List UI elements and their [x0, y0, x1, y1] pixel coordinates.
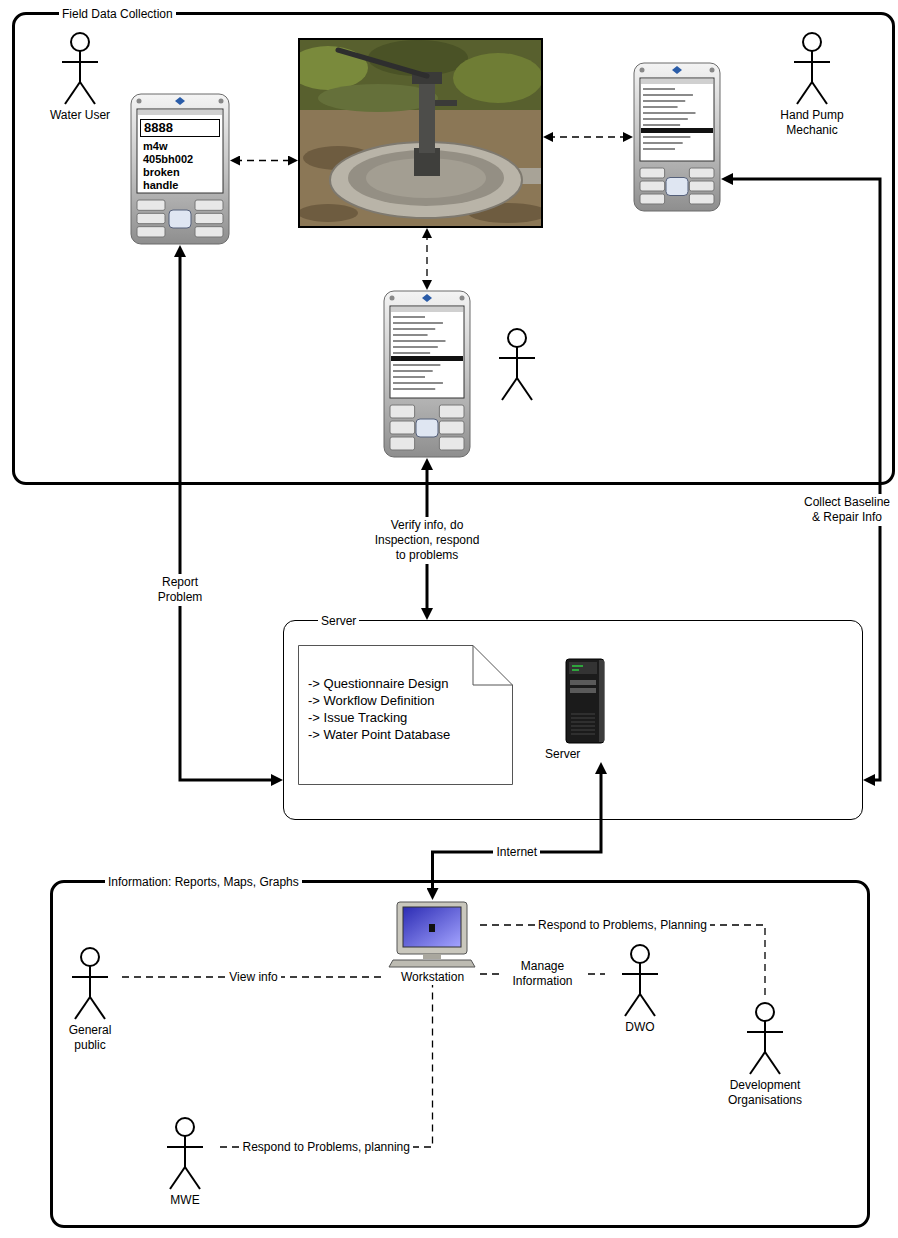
actor-figure — [492, 326, 542, 410]
server-tower — [565, 658, 607, 744]
actor-figure — [150, 1115, 220, 1191]
actor-figure — [705, 1000, 825, 1076]
icon-label: Server — [545, 747, 620, 762]
label-holder: View info — [226, 969, 280, 986]
phone — [633, 62, 721, 212]
connector — [426, 233, 427, 285]
hand-pump-picture — [298, 38, 543, 228]
edge-label: View info — [226, 969, 280, 986]
workstation: Workstation — [385, 900, 480, 985]
edge-label: Respond to Problems, Planning — [535, 917, 710, 934]
list-item: -> Questionnaire Design — [308, 675, 503, 692]
field-frame: Water User 8888 m4w 405bh002 broken handle… — [12, 12, 895, 485]
label-holder: Respond to Problems, planning — [240, 1139, 413, 1156]
actor: General public — [58, 945, 122, 1053]
edge-label: Internet — [493, 844, 540, 861]
actor-label: Development Organisations — [705, 1078, 825, 1108]
screen-holder: m4w 405bh002 broken handle — [140, 140, 220, 192]
connector — [122, 976, 385, 977]
actor-label: MWE — [150, 1193, 220, 1208]
edge-label: Report Problem — [144, 574, 216, 606]
connector — [480, 925, 765, 1000]
connector — [220, 985, 433, 1147]
label-holder: Internet — [493, 844, 540, 861]
icon-label: Workstation — [385, 970, 480, 985]
actor-label: General public — [58, 1023, 122, 1053]
connector — [426, 464, 429, 614]
server-frame: -> Questionnaire Design-> Workflow Defin… — [283, 620, 863, 820]
connector — [433, 768, 602, 894]
pump-photo — [298, 38, 543, 228]
heading-holder: Server — [318, 613, 359, 629]
edge-label: Verify info, do Inspection, respond to p… — [365, 517, 489, 564]
actor-figure — [605, 942, 675, 1018]
actor-figure — [752, 30, 872, 106]
heading-holder: Field Data Collection — [59, 6, 176, 22]
connector — [180, 251, 277, 780]
heading-holder: Information: Reports, Maps, Graphs — [105, 874, 302, 890]
actor: Development Organisations — [705, 1000, 825, 1108]
actor: DWO — [605, 942, 675, 1035]
document-text: -> Questionnaire Design-> Workflow Defin… — [308, 675, 503, 743]
phone — [383, 290, 471, 458]
actor-figure — [40, 30, 120, 106]
label-holder: Verify info, do Inspection, respond to p… — [365, 517, 489, 564]
label-holder: Manage Information — [501, 958, 585, 990]
actor: Hand Pump Mechanic — [752, 30, 872, 138]
label-holder: Report Problem — [144, 574, 216, 606]
connector — [480, 973, 605, 974]
server-icon: Server — [545, 658, 620, 762]
document-shape: -> Questionnaire Design-> Workflow Defin… — [298, 645, 513, 785]
info-frame: WorkstationGeneral publicDevelopment Org… — [50, 880, 870, 1228]
actor-label: DWO — [605, 1020, 675, 1035]
edge-label: Manage Information — [501, 958, 585, 990]
actor: Water User — [40, 30, 120, 123]
edge-label: Respond to Problems, planning — [240, 1139, 413, 1156]
workstation-icon — [385, 900, 480, 968]
label-holder: Collect Baseline & Repair Info — [800, 494, 894, 526]
actor: MWE — [150, 1115, 220, 1208]
connector — [727, 179, 880, 780]
actor-figure — [58, 945, 122, 1021]
sms-text: 8888 — [140, 119, 220, 137]
edge-label: Collect Baseline & Repair Info — [800, 494, 894, 526]
list-item: -> Water Point Database — [308, 726, 503, 743]
sms-text: m4w 405bh002 broken handle — [140, 140, 220, 192]
frame-heading: Server — [318, 613, 359, 629]
connector — [235, 160, 293, 161]
phone-body — [383, 290, 471, 458]
phone-body — [633, 62, 721, 212]
connector — [548, 136, 628, 137]
phone: 8888 m4w 405bh002 broken handle — [130, 93, 230, 245]
screen-holder: 8888 — [140, 119, 220, 137]
frame-heading: Information: Reports, Maps, Graphs — [105, 874, 302, 890]
label-holder: Respond to Problems, Planning — [535, 917, 710, 934]
actor-label: Water User — [40, 108, 120, 123]
list-item: -> Issue Tracking — [308, 709, 503, 726]
frame-heading: Field Data Collection — [59, 6, 176, 22]
actor-label: Hand Pump Mechanic — [769, 108, 855, 138]
list-item: -> Workflow Definition — [308, 692, 503, 709]
